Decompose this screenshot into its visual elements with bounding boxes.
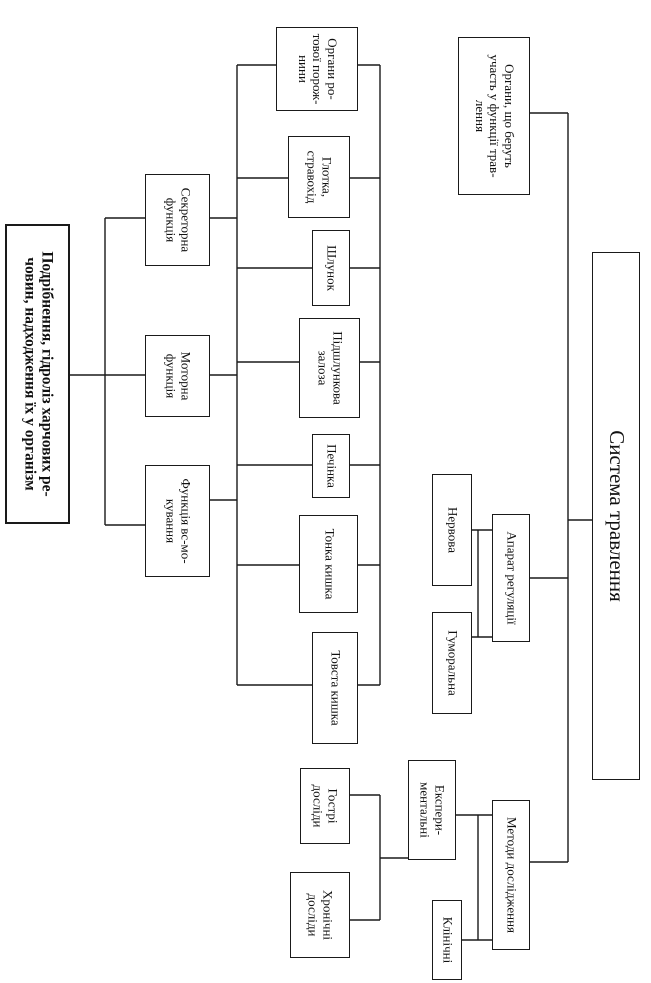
stomach-label: Шлунок: [324, 245, 340, 291]
digestive-system-title-box: Система травлення: [592, 252, 640, 780]
pancreas-label: Підшлункова залоза: [315, 331, 346, 405]
research-methods-box: Методи дослідження: [492, 800, 530, 950]
liver-box: Печінка: [312, 434, 350, 498]
acute-tests-box: Гострі досліди: [300, 768, 350, 844]
chronic-tests-box: Хронічні досліди: [290, 872, 350, 958]
pharynx-label: Глотка, стравохід: [305, 150, 335, 204]
regulation-box: Апарат регуляції: [492, 514, 530, 642]
stomach-box: Шлунок: [312, 230, 350, 306]
oral-cavity-label: Органи ро- тової порож- нини: [295, 33, 340, 105]
absorption-function-label: Функція вс-мо- кування: [163, 478, 194, 564]
humoral-box: Гуморальна: [432, 612, 472, 714]
participating-organs-box: Органи, що беруть участь у функції трав-…: [458, 37, 530, 195]
acute-tests-label: Гострі досліди: [311, 784, 341, 828]
digestive-system-title: Система травлення: [604, 430, 629, 602]
experimental-label: Експери- ментальні: [418, 782, 448, 838]
chronic-tests-label: Хронічні досліди: [306, 889, 336, 941]
large-intestine-box: Товста кишка: [312, 632, 358, 744]
experimental-box: Експери- ментальні: [408, 760, 456, 860]
small-intestine-box: Тонка кишка: [299, 515, 358, 613]
liver-label: Печінка: [324, 444, 340, 488]
regulation-label: Апарат регуляції: [504, 531, 520, 625]
pancreas-box: Підшлункова залоза: [299, 318, 360, 418]
clinical-label: Клінічні: [440, 916, 456, 964]
participating-organs-label: Органи, що беруть участь у функції трав-…: [472, 54, 517, 178]
motor-function-box: Моторна функція: [145, 335, 210, 417]
digestion-result-label: Подрібнення, гідроліз харчових ре- човин…: [20, 251, 55, 497]
clinical-box: Клінічні: [432, 900, 462, 980]
oral-cavity-box: Органи ро- тової порож- нини: [276, 27, 358, 111]
digestion-result-box: Подрібнення, гідроліз харчових ре- човин…: [5, 224, 70, 524]
small-intestine-label: Тонка кишка: [321, 528, 337, 600]
secretory-function-label: Секреторна функція: [163, 187, 194, 253]
secretory-function-box: Секреторна функція: [145, 174, 210, 266]
nervous-label: Нервова: [445, 507, 461, 553]
nervous-box: Нервова: [432, 474, 472, 586]
absorption-function-box: Функція вс-мо- кування: [145, 465, 210, 577]
humoral-label: Гуморальна: [445, 630, 461, 696]
large-intestine-label: Товста кишка: [328, 650, 344, 726]
motor-function-label: Моторна функція: [163, 351, 194, 401]
pharynx-box: Глотка, стравохід: [288, 136, 350, 218]
research-methods-label: Методи дослідження: [504, 816, 520, 934]
